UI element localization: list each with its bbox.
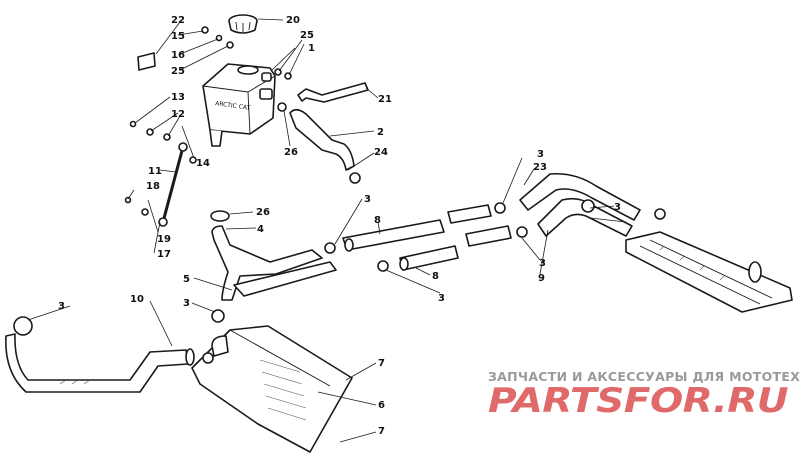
callout-4: 4 — [257, 224, 264, 235]
decal — [137, 52, 156, 71]
callout-labels: 20 22 15 16 25 25 1 21 13 12 2 26 24 11 … — [58, 15, 621, 437]
callout-26a: 26 — [284, 147, 298, 158]
callout-20: 20 — [286, 15, 300, 26]
callout-17: 17 — [157, 249, 171, 260]
leader-lines — [27, 18, 627, 443]
front-heat-exchanger — [625, 231, 793, 313]
watermark: ЗАПЧАСТИ И АКСЕССУАРЫ ДЛЯ МОТОТЕХНИКИ PA… — [488, 369, 800, 421]
callout-3e: 3 — [539, 258, 546, 269]
hose-clamp — [349, 172, 361, 184]
hose-5-section — [233, 261, 337, 297]
callout-13: 13 — [171, 92, 185, 103]
hose-upper — [289, 108, 355, 171]
callout-15: 15 — [171, 31, 185, 42]
callout-12: 12 — [171, 109, 185, 120]
clamp-26 — [210, 210, 230, 222]
callout-19: 19 — [157, 234, 171, 245]
watermark-tagline: ЗАПЧАСТИ И АКСЕССУАРЫ ДЛЯ МОТОТЕХНИКИ — [488, 369, 800, 384]
coolant-tubes — [324, 202, 528, 272]
hose-rear — [5, 316, 195, 393]
callout-26b: 26 — [256, 207, 270, 218]
elbow-hoses — [519, 172, 666, 237]
callout-10: 10 — [130, 294, 144, 305]
callout-7a: 7 — [378, 358, 385, 369]
watermark-logo: PARTSFOR.RU — [488, 381, 788, 421]
hose-lower — [211, 225, 323, 301]
callout-16: 16 — [171, 50, 185, 61]
callout-3f: 3 — [183, 298, 190, 309]
tank-hardware — [201, 26, 292, 112]
callout-25a: 25 — [171, 66, 185, 77]
callout-3a: 3 — [364, 194, 371, 205]
callout-23: 23 — [533, 162, 547, 173]
callout-11: 11 — [148, 166, 162, 177]
rear-heat-exchanger — [191, 309, 353, 453]
callout-24: 24 — [374, 147, 388, 158]
callout-3b: 3 — [537, 149, 544, 160]
callout-3d: 3 — [438, 293, 445, 304]
callout-9: 9 — [538, 273, 545, 284]
callout-6: 6 — [378, 400, 385, 411]
callout-5: 5 — [183, 274, 190, 285]
callout-14: 14 — [196, 158, 210, 169]
callout-7b: 7 — [378, 426, 385, 437]
svg-text:ARCTIC CAT: ARCTIC CAT — [215, 100, 251, 112]
mount-bracket — [124, 120, 197, 227]
callout-1: 1 — [308, 43, 315, 54]
callout-25b: 25 — [300, 30, 314, 41]
callout-8a: 8 — [374, 215, 381, 226]
callout-21: 21 — [378, 94, 392, 105]
radiator-cap — [228, 14, 258, 34]
callout-18: 18 — [146, 181, 160, 192]
callout-2: 2 — [377, 127, 384, 138]
callout-3c: 3 — [614, 202, 621, 213]
callout-8b: 8 — [432, 271, 439, 282]
callout-3g: 3 — [58, 301, 65, 312]
coolant-tank: ARCTIC CAT — [202, 63, 276, 147]
callout-22: 22 — [171, 15, 185, 26]
overflow-hose — [297, 82, 369, 103]
